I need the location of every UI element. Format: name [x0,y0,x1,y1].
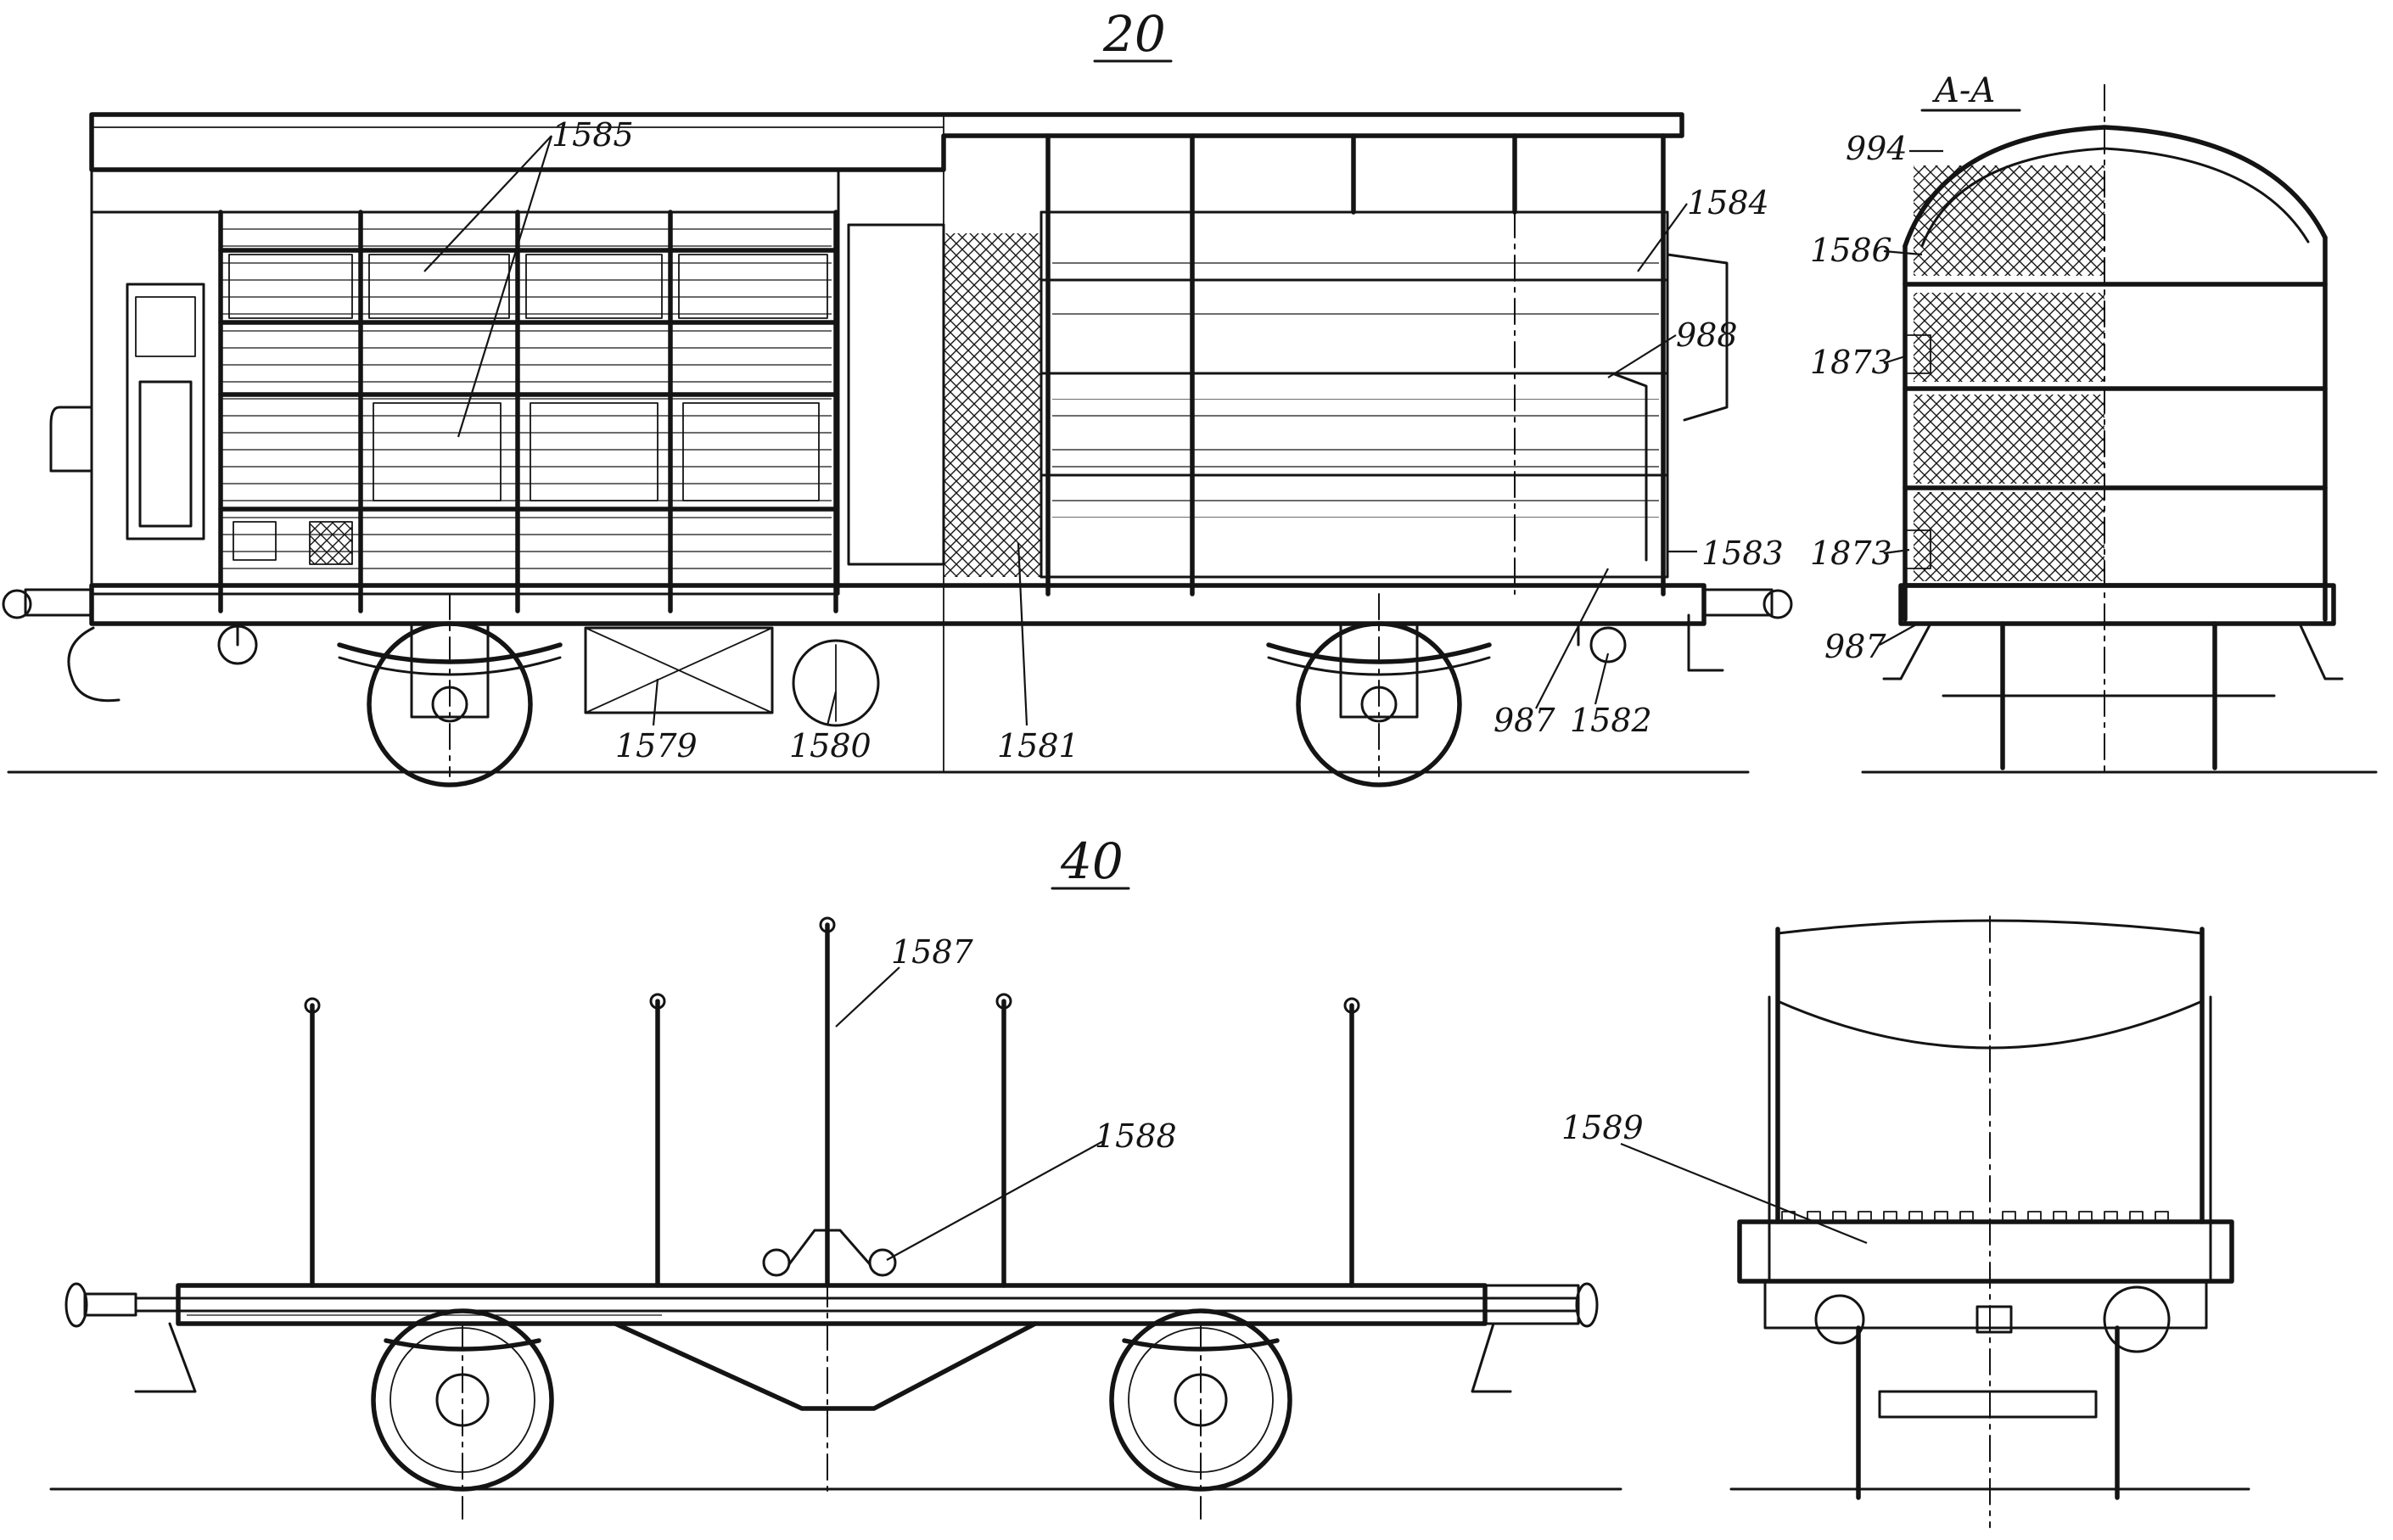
callout-1585: 1585 [552,116,634,154]
flat-wagon-end-callouts: 1589 [1561,1109,1868,1245]
figure-20-callouts: 20 1585 1584 988 1583 987 1582 1581 1580… [423,5,1784,764]
callout-987-end: 987 [1824,628,1886,665]
figure-number-40: 40 [1060,832,1124,890]
callout-1586: 1586 [1810,232,1892,269]
callout-1579: 1579 [615,727,698,764]
callout-1584: 1584 [1687,184,1769,221]
section-label: A-A [1931,71,1995,110]
callout-1587: 1587 [891,933,974,971]
ventilation-hatches-lower [373,402,820,501]
callout-1873-lower: 1873 [1810,535,1892,572]
callout-1583: 1583 [1701,535,1784,572]
callout-994: 994 [1846,130,1908,167]
figure-40-flat-wagon-side-view [49,916,1622,1520]
section-a-a-end-view: A-A [1861,71,2378,774]
figure-number-20: 20 [1102,5,1166,63]
callout-1582: 1582 [1570,702,1652,739]
callout-1580: 1580 [789,727,871,764]
callout-1581: 1581 [997,727,1079,764]
section-a-a-callouts: 994 1586 1873 1873 987 [1810,130,1943,665]
callout-988: 988 [1676,316,1738,354]
flat-wagon-end-view [1729,916,2250,1528]
callout-1588: 1588 [1095,1117,1177,1155]
callout-1589: 1589 [1561,1109,1644,1146]
callout-987-side: 987 [1494,702,1555,739]
figure-40-callouts: 40 1587 1588 [835,832,1177,1261]
cutaway-tier-section [847,133,1729,596]
wheelset-left [337,621,563,787]
figure-20-covered-wagon-side-view [2,112,1793,787]
callout-1873-upper: 1873 [1810,344,1892,381]
